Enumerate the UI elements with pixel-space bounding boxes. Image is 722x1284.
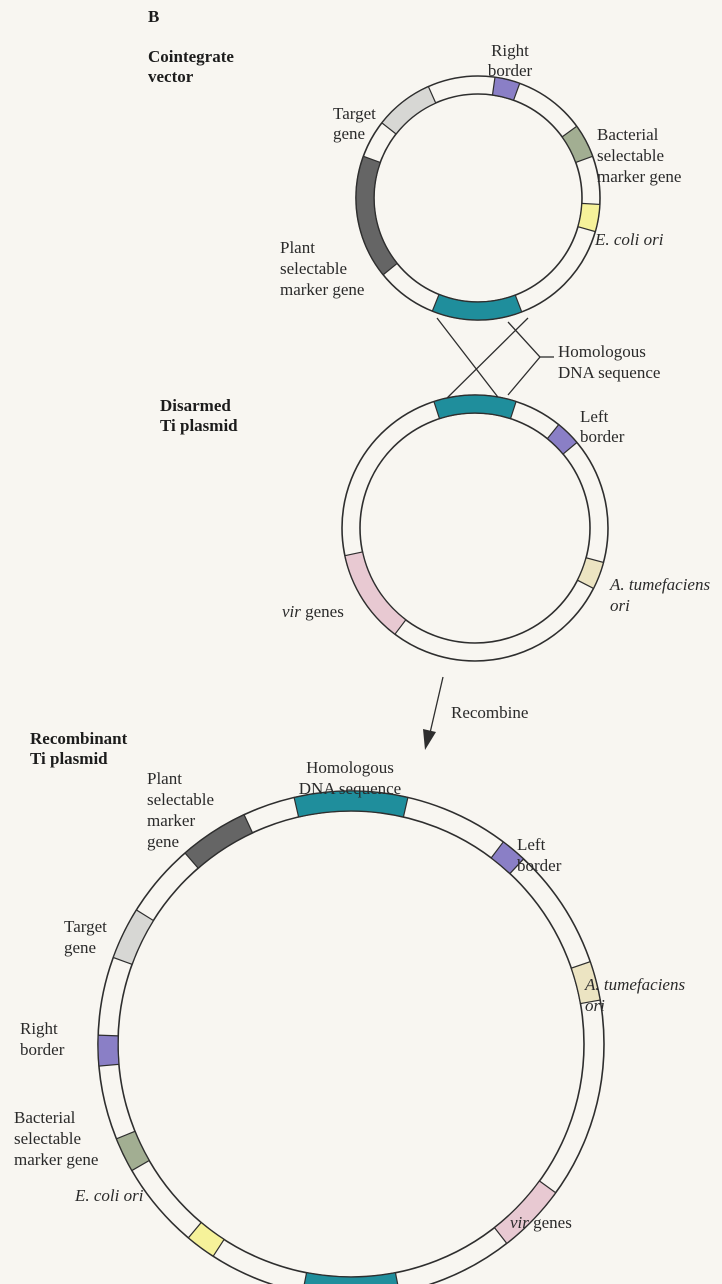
cointegrate-plant-label-2: selectable <box>280 259 347 278</box>
recombinant-homologous-top-segment <box>293 790 409 818</box>
cointegrate-segments <box>355 76 601 321</box>
recombinant-homologous-label-1: Homologous <box>306 758 394 777</box>
cointegrate-homologous-segment <box>431 293 523 321</box>
recombinant-vir-label: vir genes <box>510 1213 572 1232</box>
recombinant-atum-ori-segment <box>570 960 601 1005</box>
cointegrate-title-line1: Cointegrate <box>148 47 234 66</box>
disarmed-title-line1: Disarmed <box>160 396 231 415</box>
cointegrate-ecoli-label: E. coli ori <box>594 230 664 249</box>
recombinant-left-border-label-1: Left <box>517 835 546 854</box>
recombinant-vir-genes-segment <box>493 1180 557 1245</box>
disarmed-segments <box>344 394 605 636</box>
disarmed-ti-plasmid: Disarmed Ti plasmid Left border A. tumef… <box>160 394 710 662</box>
recombinant-inner-ring <box>117 810 585 1278</box>
recombinant-homologous-label-2: DNA sequence <box>299 779 401 798</box>
cointegrate-bacterial-marker-segment <box>561 125 594 164</box>
recombinant-right-border-label-1: Right <box>20 1019 58 1038</box>
recombine-step: Recombine <box>423 676 528 750</box>
disarmed-title-line2: Ti plasmid <box>160 416 238 435</box>
cointegrate-right-border-segment <box>491 76 521 102</box>
crossover: Homologous DNA sequence <box>436 317 660 406</box>
recombinant-bacterial-label-2: selectable <box>14 1129 81 1148</box>
disarmed-vir-genes-segment <box>344 551 407 636</box>
recombinant-plant-marker-segment <box>184 813 254 869</box>
disarmed-vir-label: vir genes <box>282 602 344 621</box>
homologous-callout-label-1: Homologous <box>558 342 646 361</box>
cointegrate-title-line2: vector <box>148 67 194 86</box>
disarmed-left-border-label-2: border <box>580 427 625 446</box>
recombinant-plant-label-4: gene <box>147 832 179 851</box>
cointegrate-inner-ring <box>373 93 583 303</box>
cointegrate-plant-label-3: marker gene <box>280 280 364 299</box>
recombine-arrow-shaft <box>429 676 444 734</box>
recombinant-ti-plasmid: Recombinant Ti plasmid Homologous DNA se… <box>14 729 685 1284</box>
recombinant-segments <box>97 790 601 1284</box>
recombinant-homologous-bottom-segment <box>303 1272 399 1284</box>
recombinant-left-border-segment <box>490 841 525 875</box>
disarmed-atum-ori-segment <box>576 557 605 590</box>
disarmed-left-border-segment <box>546 423 578 455</box>
recombinant-right-border-label-2: border <box>20 1040 65 1059</box>
homologous-callout-label-2: DNA sequence <box>558 363 660 382</box>
cointegrate-ecoli-ori-segment <box>577 202 601 233</box>
recombinant-ecoli-ori-segment <box>187 1221 225 1258</box>
recombine-label: Recombine <box>451 703 528 722</box>
recombinant-bacterial-label-3: marker gene <box>14 1150 98 1169</box>
recombine-arrow-head <box>423 729 436 750</box>
recombinant-plant-label-1: Plant <box>147 769 182 788</box>
cointegrate-bacterial-label-1: Bacterial <box>597 125 659 144</box>
cointegrate-bacterial-label-3: marker gene <box>597 167 681 186</box>
recombinant-bacterial-marker-segment <box>115 1130 151 1172</box>
recombinant-title-line1: Recombinant <box>30 729 128 748</box>
cointegrate-plant-marker-segment <box>355 155 399 276</box>
recombinant-left-border-label-2: border <box>517 856 562 875</box>
disarmed-atum-label-1: A. tumefaciens <box>609 575 710 594</box>
recombinant-target-label-1: Target <box>64 917 107 936</box>
recombinant-plant-label-2: selectable <box>147 790 214 809</box>
cointegrate-plant-label-1: Plant <box>280 238 315 257</box>
recombinant-plant-label-3: marker <box>147 811 195 830</box>
recombinant-target-gene-segment <box>112 909 155 966</box>
recombinant-atum-label-1: A. tumefaciens <box>584 975 685 994</box>
cointegrate-vector: Cointegrate vector Right border Target g… <box>148 41 681 321</box>
recombinant-title-line2: Ti plasmid <box>30 749 108 768</box>
cointegrate-right-border-label-2: border <box>488 61 533 80</box>
crossover-line-a <box>436 317 505 406</box>
recombinant-ecoli-label: E. coli ori <box>74 1186 144 1205</box>
cointegrate-target-label-2: gene <box>333 124 365 143</box>
recombinant-target-label-2: gene <box>64 938 96 957</box>
recombinant-right-border-segment <box>97 1034 120 1067</box>
disarmed-homologous-segment <box>433 394 517 420</box>
cointegrate-bacterial-label-2: selectable <box>597 146 664 165</box>
crossover-line-b <box>439 317 529 406</box>
recombinant-atum-label-2: ori <box>585 996 605 1015</box>
disarmed-atum-label-2: ori <box>610 596 630 615</box>
cointegrate-target-gene-segment <box>381 85 437 135</box>
panel-letter: B <box>148 7 159 26</box>
recombinant-bacterial-label-1: Bacterial <box>14 1108 76 1127</box>
cointegrate-right-border-label-1: Right <box>491 41 529 60</box>
disarmed-inner-ring <box>359 412 591 644</box>
disarmed-left-border-label-1: Left <box>580 407 609 426</box>
cointegrate-target-label-1: Target <box>333 104 376 123</box>
